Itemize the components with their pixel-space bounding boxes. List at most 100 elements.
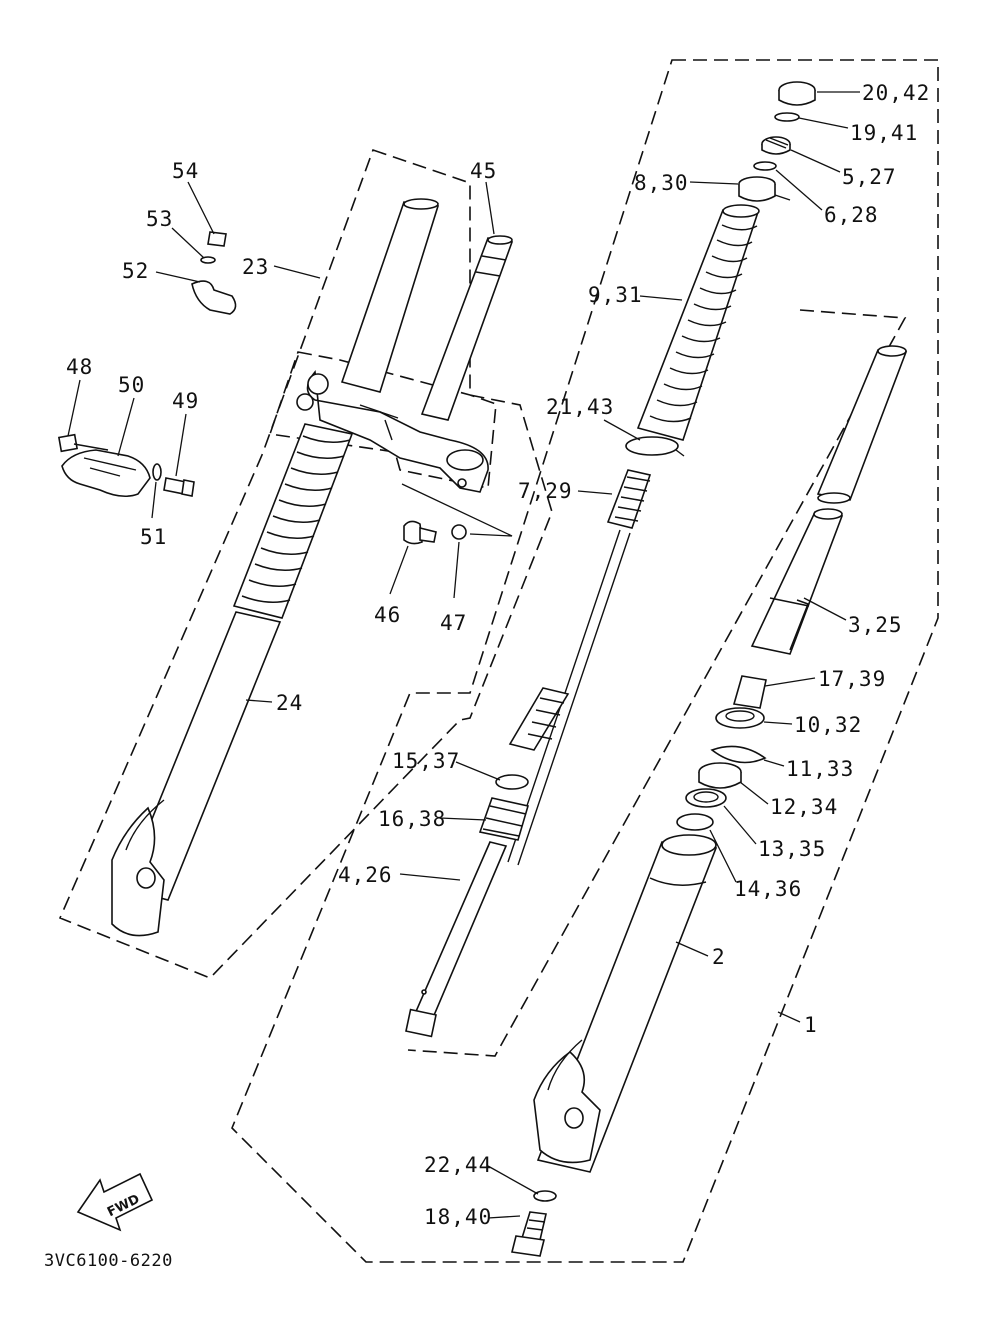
fork-boot-left [232,423,354,619]
leader-18-40 [487,1215,521,1219]
leader-6-28 [775,169,823,211]
leader-12-34 [739,781,769,805]
leader-2 [675,941,709,957]
callout-11-33: 11,33 [786,757,854,781]
callout-8-30: 8,30 [634,171,689,195]
drawing-code: 3VC6100-6220 [44,1251,173,1271]
callout-45: 45 [470,159,497,183]
callout-7-29: 7,29 [518,479,573,503]
o-ring-6 [753,161,777,171]
callout-14-36: 14,36 [734,877,802,901]
callout-10-32: 10,32 [794,713,862,737]
fork-spring-7 [507,469,652,866]
leader-23 [273,265,321,279]
oil-seal-12 [698,762,742,789]
callout-2: 2 [712,945,726,969]
slide-bushing-14 [676,813,714,831]
callout-22-44: 22,44 [424,1153,492,1177]
cap-bolt-5 [761,136,791,155]
washer-13 [685,788,727,808]
callout-23: 23 [242,255,269,279]
fork-boot-9 [636,204,760,441]
callout-15-37: 15,37 [392,749,460,773]
rebound-spring-15 [495,774,529,790]
leader-21-43 [603,419,641,441]
callout-18-40: 18,40 [424,1205,492,1229]
leader-4-26 [399,873,461,881]
bolt-48 [57,433,109,453]
leader-49 [175,413,187,477]
retaining-clip-11 [710,745,767,764]
callout-3-25: 3,25 [848,613,903,637]
leader-24 [245,699,273,703]
copper-washer-22 [533,1190,557,1202]
callout-21-43: 21,43 [546,395,614,419]
bolt-49 [163,477,195,497]
callout-5-27: 5,27 [842,165,897,189]
callout-53: 53 [146,207,173,231]
inner-tube-3 [750,345,908,655]
callout-52: 52 [122,259,149,283]
leader-16-38 [439,817,487,821]
callout-48: 48 [66,355,93,379]
oil-lock-piece-17 [732,675,767,709]
leader-19-41 [798,117,849,129]
fwd-direction-arrow: FWD [76,1172,154,1232]
inner-tube-23 [340,198,440,393]
leader-11-33 [763,759,785,767]
leader-9-31 [639,295,683,301]
leader-8-30 [689,181,739,185]
right-fork-group-boundary [231,59,939,1263]
leader-48 [67,379,81,437]
leader-clamp-bolt [401,483,513,537]
callout-54: 54 [172,159,199,183]
piston-ring-16 [478,797,530,841]
pinch-bolt-46 [403,520,437,545]
dust-seal-10 [715,707,765,729]
leader-14-36 [709,829,737,883]
drain-bolt-18 [511,1211,547,1257]
callout-50: 50 [118,373,145,397]
callout-1: 1 [804,1013,818,1037]
callout-16-38: 16,38 [378,807,446,831]
leader-54 [187,181,215,235]
under-bracket [296,370,489,493]
callout-51: 51 [140,525,167,549]
steering-stem-45 [420,235,514,421]
leader-46 [389,545,409,595]
spacer-8 [738,176,791,202]
washer-47 [451,524,467,540]
outer-tube-24 [111,611,282,937]
callout-19-41: 19,41 [850,121,918,145]
callout-9-31: 9,31 [588,283,643,307]
callout-20-42: 20,42 [862,81,930,105]
callout-24: 24 [276,691,303,715]
leader-3-25 [803,597,847,621]
leader-22-44 [487,1165,539,1195]
leader-10-32 [763,721,793,725]
washer-53 [200,256,216,264]
leader-7-29 [577,490,613,495]
callout-12-34: 12,34 [770,795,838,819]
leader-5-27 [790,149,841,173]
washer-51 [152,463,162,481]
leader-15-37 [455,761,501,781]
callout-6-28: 6,28 [824,203,879,227]
leader-13-35 [723,805,757,845]
bracket-52 [191,280,237,315]
leader-53 [171,227,205,259]
callout-4-26: 4,26 [338,863,393,887]
leader-47 [453,541,460,599]
callout-47: 47 [440,611,467,635]
inner-parts-group-boundary [407,309,907,1057]
leader-52 [155,271,201,283]
clip-band-21 [625,436,685,457]
bolt-54 [207,231,227,247]
circlip-19 [774,112,800,122]
cap-20 [778,81,816,106]
leader-50 [117,397,135,457]
leader-1 [777,1011,801,1023]
leader-51 [151,481,157,519]
outer-tube-2 [533,834,718,1173]
